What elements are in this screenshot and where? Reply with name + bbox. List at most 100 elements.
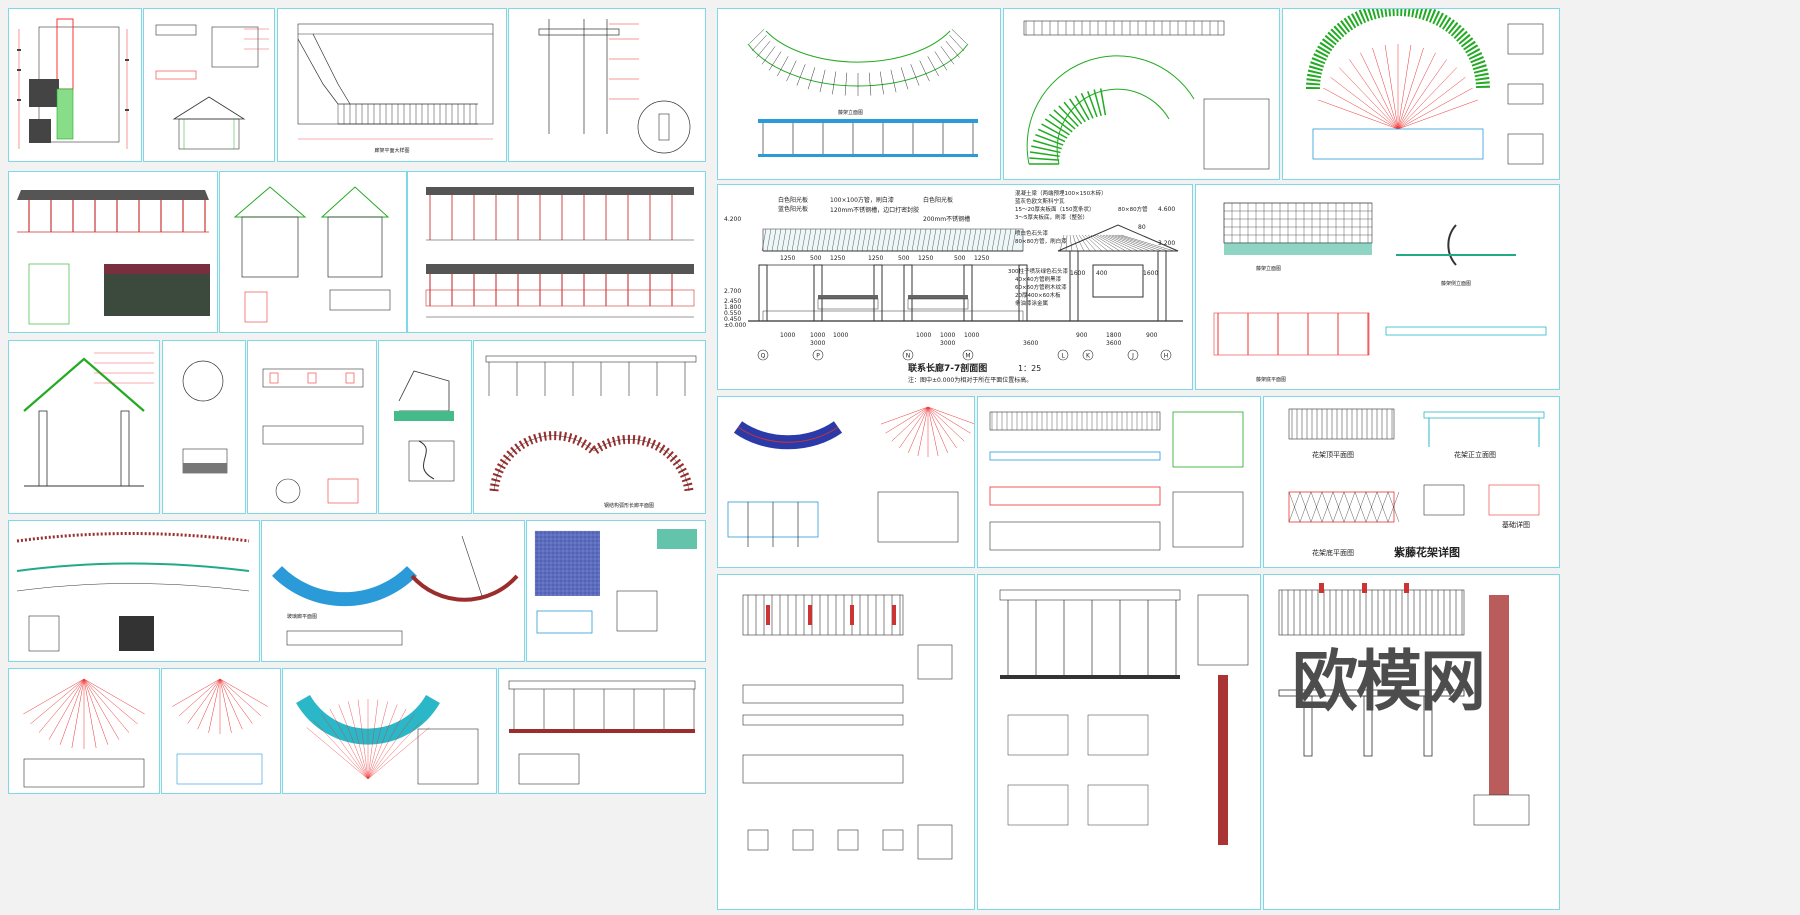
drawing-line xyxy=(910,64,920,86)
drawing-line xyxy=(927,406,939,457)
dim-bottom-1000-b: 1000 xyxy=(810,332,825,339)
drawing-corridor-plan: 廊架平面大样图 xyxy=(277,8,507,162)
axis-bubble xyxy=(757,349,769,361)
drawing-seat-pergola xyxy=(1282,8,1560,180)
drawing-line xyxy=(926,228,932,252)
drawing-line xyxy=(219,678,243,730)
drawing-line xyxy=(927,406,974,425)
drawing-line xyxy=(1006,228,1012,252)
title-foundation-detail: 基础详图 xyxy=(1502,520,1530,529)
dim-top-1250-e: 1250 xyxy=(974,255,989,262)
drawing-line xyxy=(1035,134,1064,146)
elevation-label: 1.800 xyxy=(724,304,741,311)
axis-label: K xyxy=(1086,353,1091,360)
drawing-line xyxy=(321,713,369,780)
drawing-line xyxy=(879,71,884,95)
drawing-line xyxy=(1072,234,1079,252)
drawing-line xyxy=(949,34,965,51)
drawing-line xyxy=(899,406,929,449)
drawing-line xyxy=(791,228,797,252)
drawing-line xyxy=(367,699,379,780)
drawing-line xyxy=(1063,101,1083,125)
drawing-line xyxy=(1065,234,1068,252)
drawing-line xyxy=(1059,234,1065,252)
drawing-trellis-plan-set xyxy=(977,396,1261,568)
drawing-line xyxy=(1068,98,1086,123)
drawing-line xyxy=(367,704,398,780)
drawing-line xyxy=(1349,59,1399,130)
drawing-line xyxy=(83,678,138,725)
watermark-logo: 欧模网 xyxy=(1292,643,1486,720)
note-concrete-beam: 混凝土梁（两端预埋100×150木砖） xyxy=(1015,189,1107,197)
drawing-gallery-elevation xyxy=(8,171,218,333)
drawing-line xyxy=(927,406,971,434)
drawing-line xyxy=(178,678,221,716)
title-arc-corridor: 钢结构弧形长廊平面图 xyxy=(604,502,654,509)
drawing-line xyxy=(83,678,120,740)
drawing-line xyxy=(1087,234,1109,252)
title-corridor-plan: 廊架平面大样图 xyxy=(374,147,409,154)
dim-bottom-1000-f: 1000 xyxy=(964,332,979,339)
note-tube-40: 40×40方管刷黑漆 xyxy=(1015,275,1062,283)
drawing-line xyxy=(931,228,937,252)
drawing-grid-plaza xyxy=(526,520,706,662)
drawing-line xyxy=(1031,145,1061,154)
drawing-line xyxy=(1339,67,1399,130)
drawing-line xyxy=(1354,491,1367,523)
drawing-line xyxy=(1397,44,1412,130)
title-vine-side-elevation: 藤架侧立面图 xyxy=(1441,280,1471,287)
drawing-line xyxy=(927,406,957,449)
drawing-fan-pergola-1 xyxy=(8,668,160,794)
drawing-line xyxy=(896,228,902,252)
drawing-line xyxy=(1099,88,1107,116)
drawing-line xyxy=(891,406,929,442)
axis-bubble xyxy=(1057,349,1069,361)
drawing-line xyxy=(981,228,987,252)
drawing-line xyxy=(30,678,85,725)
drawing-line xyxy=(1299,491,1312,523)
note-steel-groove-120: 120mm不锈钢槽，边口打密封胶 xyxy=(830,206,919,214)
drawing-winding-corridor xyxy=(8,520,260,662)
drawing-line xyxy=(338,704,369,780)
dim-top-1250-b: 1250 xyxy=(830,255,845,262)
drawing-line xyxy=(961,228,967,252)
drawing-line xyxy=(771,228,777,252)
drawing-pergola-elevation-6 xyxy=(1263,574,1560,910)
drawing-line xyxy=(836,228,842,252)
drawing-line xyxy=(890,69,897,93)
dim-top-1250-c: 1250 xyxy=(868,255,883,262)
drawing-line xyxy=(936,228,942,252)
drawing-line xyxy=(306,727,369,780)
drawing-line xyxy=(868,72,872,96)
drawing-line xyxy=(1001,228,1007,252)
axis-label: P xyxy=(816,353,820,360)
drawing-line xyxy=(1075,234,1085,252)
note-square-tube-80-white: 80×80方管，刷白漆 xyxy=(1015,237,1067,245)
drawing-line xyxy=(796,64,806,86)
drawing-pavilion-section xyxy=(219,171,407,333)
drawing-line xyxy=(807,67,816,90)
drawing-section-detail xyxy=(508,8,706,162)
drawing-line xyxy=(871,228,877,252)
drawing-line xyxy=(866,228,872,252)
drawing-roof-section xyxy=(8,340,160,514)
dim-bottom-3600: 3600 xyxy=(1023,340,1038,347)
drawing-details-a xyxy=(162,340,246,514)
drawing-line xyxy=(187,678,221,724)
drawing-line xyxy=(831,228,837,252)
drawing-line xyxy=(1397,47,1424,130)
drawing-line xyxy=(927,406,949,454)
title-wisteria-detail: 紫藤花架详图 xyxy=(1394,545,1460,559)
drawing-line xyxy=(1376,491,1389,523)
drawing-line xyxy=(1397,67,1457,130)
drawing-line xyxy=(891,228,897,252)
title-trellis-top-plan: 花架顶平面图 xyxy=(1312,450,1354,459)
note-plywood-face: 15～20厚夹板面（150宽条状） xyxy=(1015,205,1095,213)
drawing-line xyxy=(1041,123,1068,139)
axis-label: L xyxy=(1061,353,1065,360)
drawing-line xyxy=(811,228,817,252)
drawing-line xyxy=(197,678,221,730)
drawing-line xyxy=(329,708,369,780)
drawing-pergola-elevation-3 xyxy=(498,668,706,794)
dim-bottom-1800: 1800 xyxy=(1106,332,1121,339)
